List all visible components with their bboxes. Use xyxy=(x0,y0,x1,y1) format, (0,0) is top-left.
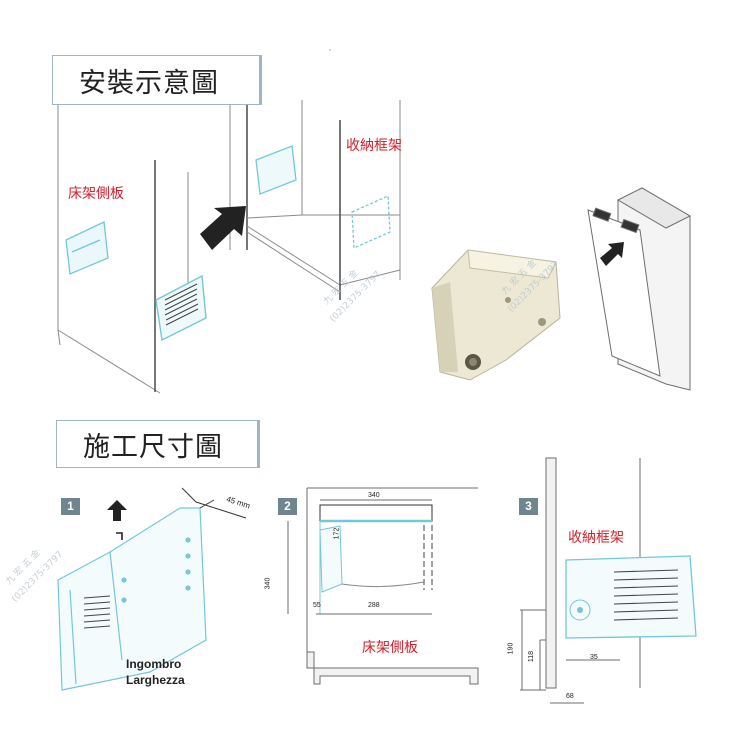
step2-dim-340-side: 340 xyxy=(264,577,272,590)
bed-side-panel-label: 床架側板 xyxy=(68,186,124,202)
step3-dim-35: 35 xyxy=(590,654,598,661)
watermark-marks xyxy=(329,49,331,51)
step2-drawing xyxy=(287,487,479,685)
step-1-badge: 1 xyxy=(61,498,80,515)
storage-frame-label: 收納框架 xyxy=(346,138,402,154)
hook-icon xyxy=(116,532,123,540)
step2-dim-340-top: 340 xyxy=(368,492,380,499)
step2-dim-288: 288 xyxy=(368,602,380,609)
storage-bracket-top xyxy=(255,145,297,195)
step2-dim-55: 55 xyxy=(313,602,321,609)
storage-bracket-right xyxy=(351,195,391,249)
step-3-badge: 3 xyxy=(519,498,538,515)
step1-caption-line2: Larghezza xyxy=(126,673,185,687)
arrow-icon-small xyxy=(600,242,624,266)
mechanism-mounted-left xyxy=(155,274,207,342)
step1-drawing xyxy=(57,507,207,691)
up-arrow-icon xyxy=(107,500,127,521)
step3-dim-68: 68 xyxy=(566,693,574,700)
bed-side-bracket-left xyxy=(65,221,109,275)
step3-dim-190: 190 xyxy=(507,642,515,655)
arrow-icon xyxy=(200,206,246,250)
step1-caption-line1: Ingombro xyxy=(126,657,182,671)
step3-dim-118: 118 xyxy=(528,650,536,663)
storage-cabinet-drawing xyxy=(246,100,401,300)
dimensions-title: 施工尺寸圖 xyxy=(56,420,260,468)
left-cabinet-drawing xyxy=(57,100,231,394)
step2-bed-side-panel-label: 床架側板 xyxy=(362,640,418,656)
step3-storage-frame-label: 收納框架 xyxy=(568,530,624,546)
mechanism-product-photo xyxy=(431,249,561,381)
step3-drawing xyxy=(520,457,697,704)
step2-dim-172: 172 xyxy=(333,527,341,540)
wall-bed-cabinet-drawing xyxy=(587,187,692,391)
step-2-badge: 2 xyxy=(278,498,297,515)
install-title: 安裝示意圖 xyxy=(52,55,262,105)
step1-dimension-lines xyxy=(181,487,247,519)
